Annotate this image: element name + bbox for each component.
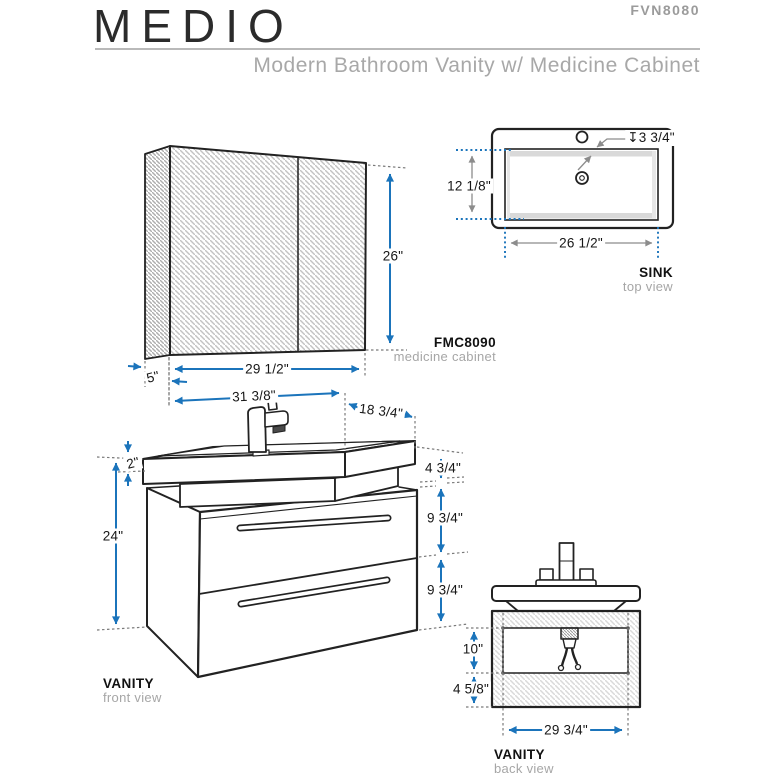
dim-back-cutout-height: 10" [460,641,486,657]
dim-top-drawer-height: 9 3/4" [424,510,466,526]
medicine-cabinet-code: FMC8090 [433,335,496,350]
vanity-front-caption: front view [103,690,162,706]
vanity-front-title: VANITY [103,676,154,691]
dim-back-width: 29 3/4" [542,722,590,738]
page-subtitle: Modern Bathroom Vanity w/ Medicine Cabin… [253,54,700,77]
page-title: MEDIO [93,0,294,52]
medicine-cabinet-drawing [144,145,367,360]
dim-sink-width: 26 1/2" [557,235,605,251]
title-divider [95,48,700,50]
dim-cabinet-width: 29 1/2" [243,361,291,377]
vanity-back-label: VANITY back view [494,747,634,777]
dim-back-lower-panel: 4 5/8" [450,681,492,697]
sink-title: SINK [639,265,673,280]
dim-sink-length: 12 1/8" [445,178,493,194]
dim-cabinet-height: 26" [380,248,406,264]
vanity-back-title: VANITY [494,747,545,762]
dim-bottom-drawer-height: 9 3/4" [424,582,466,598]
medicine-cabinet-caption: medicine cabinet [393,349,496,365]
model-number: FVN8080 [630,2,700,18]
vanity-front-view-drawing [142,399,419,679]
sink-top-view-drawing [490,127,675,230]
vanity-back-caption: back view [494,761,554,777]
medicine-cabinet-label: FMC8090 medicine cabinet [370,335,496,365]
vanity-front-label: VANITY front view [103,676,243,706]
dim-basin-depth: ↧3 3/4" [625,130,677,146]
sink-caption: top view [622,279,673,295]
dim-sink-assembly-height: 4 3/4" [422,460,464,476]
dim-vanity-height: 24" [100,528,126,544]
dim-vanity-width: 31 3/8" [229,387,279,405]
sink-label: SINK top view [540,265,673,295]
vanity-back-view-drawing [490,542,642,709]
